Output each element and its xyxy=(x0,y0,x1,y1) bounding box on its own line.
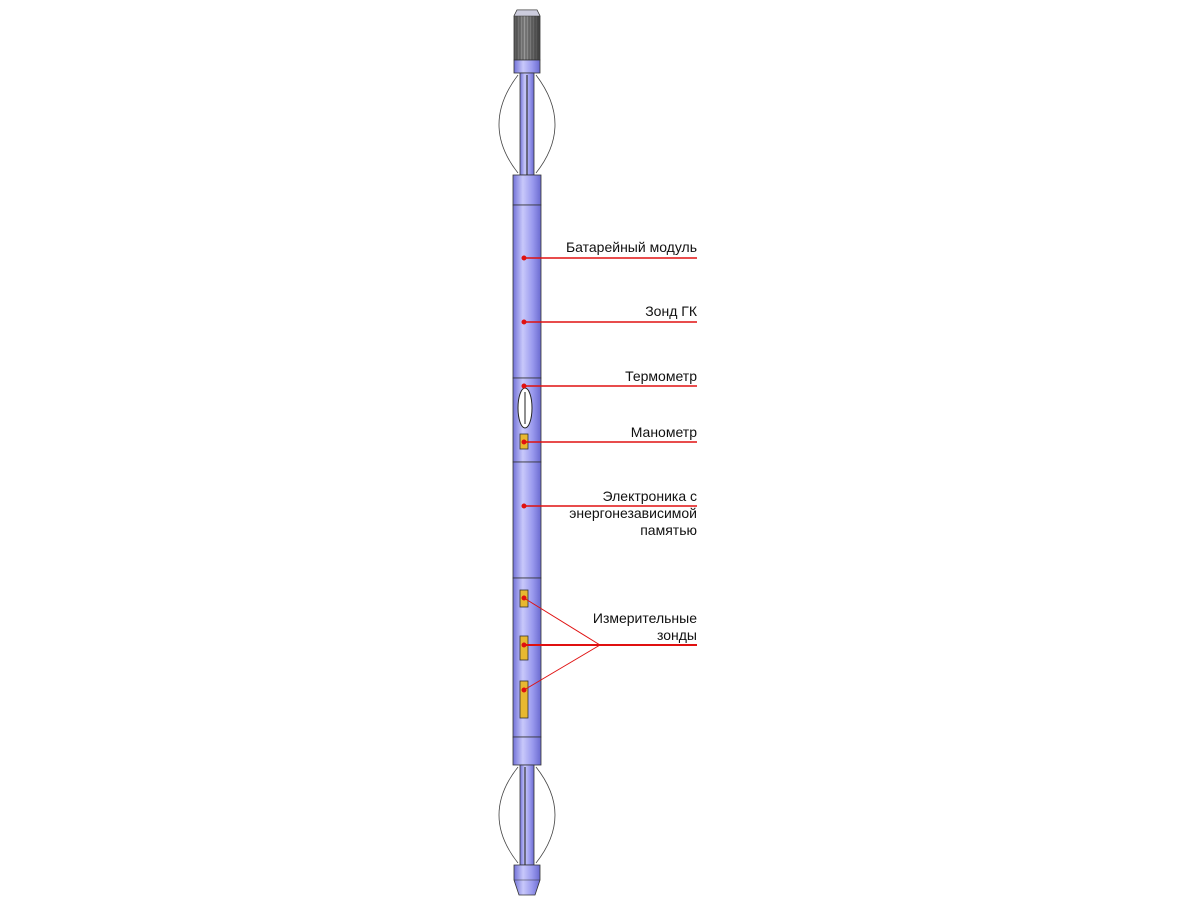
leader-lines xyxy=(521,255,697,693)
label-electronics: Электроника с энергонезависимой памятью xyxy=(569,488,697,539)
top-knurled-cap xyxy=(513,9,541,74)
bottom-centralizer xyxy=(498,764,556,866)
label-manometer: Манометр xyxy=(630,424,697,440)
top-centralizer xyxy=(498,72,556,176)
probe-sensor-2 xyxy=(519,635,529,661)
label-electronics-line2: энергонезависимой xyxy=(569,505,697,521)
label-thermometer: Термометр xyxy=(625,368,697,384)
tool-body xyxy=(512,174,542,766)
label-gamma-probe: Зонд ГК xyxy=(645,303,697,319)
label-electronics-line1: Электроника с xyxy=(602,488,697,504)
label-measuring-probes: Измерительные зонды xyxy=(593,610,697,644)
label-probes-line2: зонды xyxy=(656,627,697,643)
label-probes-line1: Измерительные xyxy=(592,610,697,626)
label-electronics-line3: памятью xyxy=(640,522,697,538)
label-battery-module: Батарейный модуль xyxy=(565,239,697,255)
probe-sensor-3 xyxy=(519,680,529,719)
